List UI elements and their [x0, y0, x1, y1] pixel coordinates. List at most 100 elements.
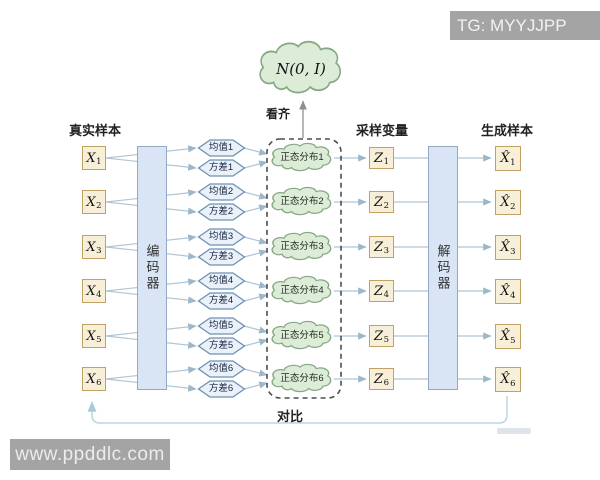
hexagon-shape: [197, 292, 246, 310]
symbol: X̂: [500, 151, 510, 166]
subscript: 3: [96, 246, 102, 256]
variance-label: 方差3: [208, 251, 234, 262]
symbol: X: [86, 328, 96, 344]
compare-bracket: [87, 396, 508, 424]
connector-arrow: [243, 236, 268, 245]
sampled-variables-label: 采样变量: [355, 123, 408, 138]
hexagon-shape: [197, 139, 246, 157]
subscript: 2: [510, 201, 516, 212]
mean-label: 均值6: [208, 363, 234, 374]
distribution-label: 正态分布5: [280, 330, 324, 341]
connector-arrow: [243, 160, 268, 169]
symbol: X̂: [500, 195, 510, 210]
variance-label: 方差6: [208, 383, 234, 394]
subscript: 6: [383, 378, 389, 388]
mean-label: 均值3: [208, 231, 234, 242]
encoder-box: 编码器: [137, 146, 167, 390]
symbol: X: [86, 283, 96, 299]
subscript: 1: [510, 157, 516, 168]
tiny-watermark: [497, 428, 531, 434]
xhat-sample-box: X̂1: [495, 146, 521, 171]
distribution-dashed-box: [266, 138, 342, 399]
mean-label: 均值5: [208, 320, 234, 331]
distribution-label: 正态分布2: [280, 196, 324, 207]
distribution-label: 正态分布3: [280, 241, 324, 252]
subscript: 3: [510, 246, 516, 257]
variance-label: 方差2: [208, 206, 234, 217]
connector-arrow: [243, 368, 268, 377]
hexagon-shape: [197, 248, 246, 266]
site-watermark: www.ppddlc.com: [10, 439, 170, 470]
connector-arrow: [243, 249, 268, 258]
connector-arrow: [243, 381, 268, 390]
mean-label: 均值2: [208, 186, 234, 197]
symbol: X: [86, 194, 96, 210]
symbol: X̂: [500, 372, 510, 387]
connector-arrow: [243, 191, 268, 200]
mean-label: 均值1: [208, 142, 234, 153]
subscript: 1: [96, 157, 102, 167]
tg-watermark: TG: MYYJJPP: [450, 11, 600, 40]
hexagon-shape: [197, 380, 246, 398]
xhat-sample-box: X̂4: [495, 279, 521, 304]
symbol: Z: [374, 283, 384, 299]
symbol: X̂: [500, 284, 510, 299]
subscript: 5: [96, 335, 102, 345]
prior-distribution-label: N(0, I): [276, 60, 326, 78]
mean-label: 均值4: [208, 275, 234, 286]
hexagon-shape: [197, 203, 246, 221]
subscript: 2: [383, 201, 389, 211]
hexagon-shape: [197, 159, 246, 177]
subscript: 1: [383, 157, 389, 167]
generated-samples-label: 生成样本: [480, 123, 533, 138]
distribution-label: 正态分布1: [280, 152, 324, 163]
subscript: 4: [510, 290, 516, 301]
variance-label: 方差4: [208, 295, 234, 306]
decoder-box: 解码器: [428, 146, 458, 390]
real-samples-label: 真实样本: [68, 123, 121, 138]
symbol: Z: [374, 328, 384, 344]
symbol: X̂: [500, 240, 510, 255]
connector-arrow: [243, 204, 268, 213]
symbol: Z: [374, 371, 384, 387]
node-shapes: [197, 139, 332, 398]
hexagon-shape: [197, 317, 246, 335]
hexagon-shape: [197, 337, 246, 355]
symbol: X: [86, 239, 96, 255]
hexagon-shape: [197, 272, 246, 290]
symbol: X̂: [500, 329, 510, 344]
subscript: 2: [96, 201, 102, 211]
connector-arrow: [243, 338, 268, 347]
variance-label: 方差1: [208, 162, 234, 173]
xhat-sample-box: X̂2: [495, 190, 521, 215]
xhat-sample-box: X̂5: [495, 324, 521, 349]
subscript: 6: [96, 378, 102, 388]
variance-label: 方差5: [208, 340, 234, 351]
compare-label: 对比: [276, 409, 303, 424]
subscript: 5: [383, 335, 389, 345]
xhat-sample-box: X̂3: [495, 235, 521, 260]
connector-arrow: [243, 325, 268, 334]
xhat-sample-box: X̂6: [495, 367, 521, 392]
subscript: 3: [383, 246, 389, 256]
connector-arrow: [243, 147, 268, 156]
connector-arrow: [243, 280, 268, 289]
align-label: 看齐: [265, 107, 290, 121]
distribution-label: 正态分布4: [280, 285, 324, 296]
distribution-label: 正态分布6: [280, 373, 324, 384]
subscript: 5: [510, 335, 516, 346]
hexagon-shape: [197, 360, 246, 378]
connector-arrow: [243, 293, 268, 302]
subscript: 4: [96, 290, 102, 300]
